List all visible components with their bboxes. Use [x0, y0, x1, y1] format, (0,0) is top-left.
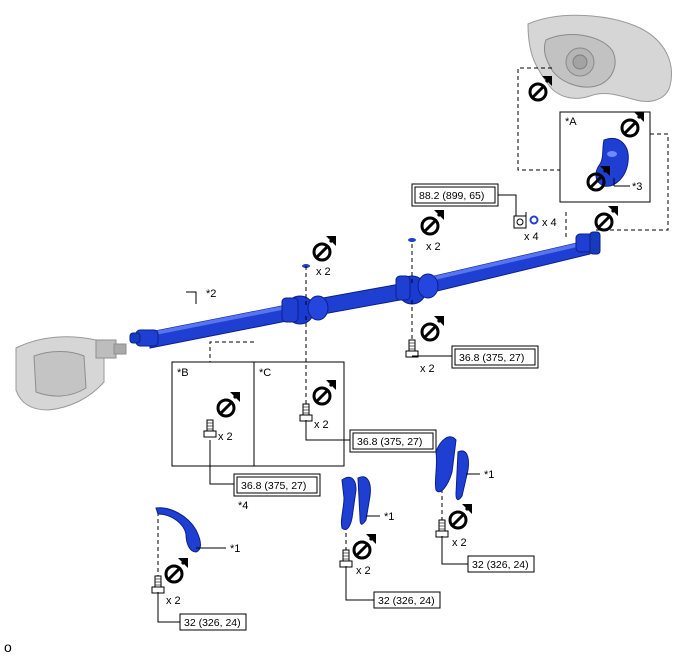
- leader-lines: [157, 67, 669, 584]
- torque-box-clamp-middle: 32 (326, 24): [373, 591, 441, 609]
- svg-text:32 (326, 24): 32 (326, 24): [472, 559, 529, 571]
- bolt-icon: [405, 339, 419, 358]
- clamp-bracket-middle: [340, 476, 380, 531]
- figure-caption: o: [4, 639, 12, 655]
- svg-text:32 (326, 24): 32 (326, 24): [378, 595, 435, 607]
- box-a: [559, 111, 651, 203]
- no-reuse-icon: [594, 204, 620, 232]
- qty-x2: x 2: [426, 241, 441, 253]
- box-c: [253, 361, 345, 467]
- qty-x4: x 4: [524, 231, 539, 243]
- transmission-housing: [15, 336, 127, 411]
- no-reuse-icon: [420, 208, 446, 236]
- qty-x2: x 2: [452, 537, 467, 549]
- propeller-shaft: [129, 231, 601, 349]
- callout-4: *4: [238, 500, 248, 512]
- qty-x2: x 2: [356, 565, 371, 577]
- no-reuse-icon: [420, 314, 446, 342]
- no-reuse-icon: [164, 556, 190, 584]
- clamp-bracket-left: [155, 507, 226, 553]
- bolt-icon: [339, 549, 353, 568]
- qty-x2: x 2: [314, 419, 329, 431]
- bolt-icon: [299, 403, 313, 422]
- callout-1: *1: [230, 543, 240, 555]
- bolt-icon: [151, 575, 165, 594]
- qty-x2: x 2: [218, 431, 233, 443]
- no-reuse-icon: [352, 532, 378, 560]
- no-reuse-icon: [620, 110, 646, 138]
- no-reuse-icon: [448, 502, 474, 530]
- o-ring: [529, 215, 539, 225]
- svg-text:36.8 (375, 27): 36.8 (375, 27): [241, 480, 306, 492]
- washer: [408, 238, 416, 242]
- no-reuse-icon: [528, 74, 554, 102]
- torque-box-bracket-c: 36.8 (375, 27): [349, 429, 437, 453]
- svg-text:32 (326, 24): 32 (326, 24): [184, 617, 241, 629]
- bolt-icon: [435, 519, 449, 538]
- callout-1: *1: [384, 511, 394, 523]
- qty-x2: x 2: [166, 595, 181, 607]
- svg-text:88.2 (899, 65): 88.2 (899, 65): [419, 190, 484, 202]
- torque-box-flange-nut: 88.2 (899, 65): [411, 183, 499, 207]
- callout-a: *A: [565, 116, 577, 128]
- clamp-bracket-right: [434, 436, 480, 501]
- no-reuse-icon: [312, 234, 338, 262]
- torque-box-clamp-left: 32 (326, 24): [179, 613, 247, 631]
- callout-2: *2: [206, 288, 216, 300]
- bolt-icon: [203, 419, 217, 438]
- no-reuse-icon: [216, 390, 242, 418]
- flange-nut: [513, 215, 527, 229]
- qty-x4: x 4: [542, 217, 557, 229]
- torque-box-center-bearing: 36.8 (375, 27): [451, 345, 539, 369]
- torque-box-bracket-b: 36.8 (375, 27): [233, 473, 321, 497]
- callout-3: *3: [632, 181, 642, 193]
- callout-b: *B: [177, 367, 189, 379]
- callout-c: *C: [259, 367, 271, 379]
- callout-1: *1: [484, 469, 494, 481]
- qty-x2: x 2: [316, 266, 331, 278]
- no-reuse-icon: [312, 378, 338, 406]
- differential-housing: [527, 14, 672, 102]
- torque-box-clamp-right: 32 (326, 24): [467, 555, 535, 573]
- svg-text:36.8 (375, 27): 36.8 (375, 27): [459, 352, 524, 364]
- svg-text:36.8 (375, 27): 36.8 (375, 27): [357, 436, 422, 448]
- qty-x2: x 2: [420, 363, 435, 375]
- callout-2-leader: [186, 291, 197, 304]
